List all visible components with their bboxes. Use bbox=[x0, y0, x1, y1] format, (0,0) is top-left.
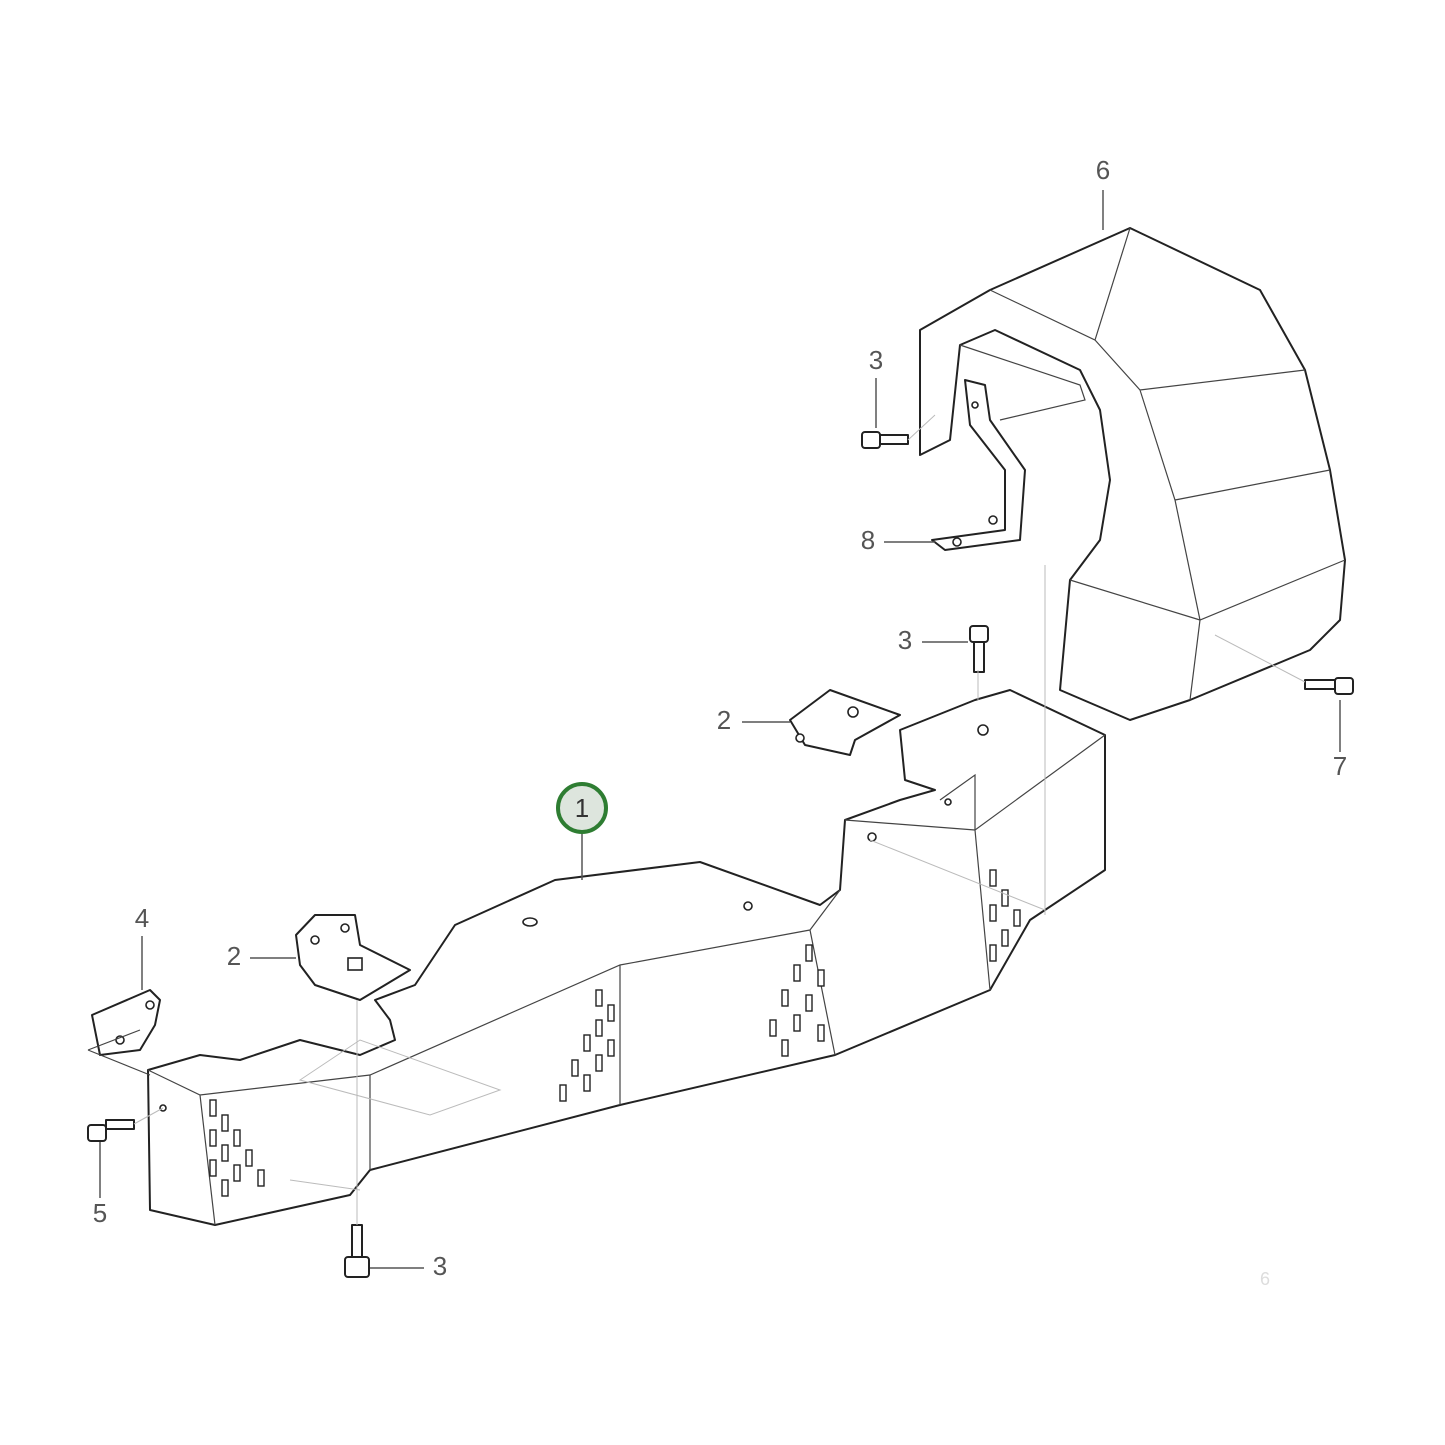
bracket-part-2-right[interactable] bbox=[789, 689, 901, 756]
assembly-lines bbox=[133, 414, 1306, 1225]
callout-2-left[interactable]: 2 bbox=[227, 941, 241, 971]
main-bracket-part-1[interactable] bbox=[147, 689, 1106, 1226]
callout-3-middle[interactable]: 3 bbox=[898, 625, 912, 655]
callout-3-upper[interactable]: 3 bbox=[869, 345, 883, 375]
callout-7[interactable]: 7 bbox=[1333, 751, 1347, 781]
bracket-part-8[interactable] bbox=[931, 379, 1026, 551]
bolt-3-bottom[interactable] bbox=[344, 1224, 370, 1278]
bolt-5[interactable] bbox=[87, 1119, 135, 1142]
watermark: 6 bbox=[1260, 1269, 1270, 1289]
callout-2-right[interactable]: 2 bbox=[717, 705, 731, 735]
bracket-part-2-left[interactable] bbox=[295, 914, 411, 1001]
bolt-3-upper[interactable] bbox=[861, 431, 909, 449]
bolt-7[interactable] bbox=[1304, 677, 1354, 695]
callout-4[interactable]: 4 bbox=[135, 903, 149, 933]
callout-5[interactable]: 5 bbox=[93, 1198, 107, 1228]
upper-cover-part-6[interactable] bbox=[919, 227, 1346, 721]
leader-lines bbox=[99, 190, 1341, 1269]
callout-8[interactable]: 8 bbox=[861, 525, 875, 555]
callout-1-highlighted[interactable]: 1 bbox=[556, 782, 608, 834]
callout-1[interactable]: 1 bbox=[575, 793, 589, 823]
callout-6[interactable]: 6 bbox=[1096, 155, 1110, 185]
bolt-3-middle[interactable] bbox=[969, 625, 989, 673]
bracket-part-4[interactable] bbox=[87, 989, 161, 1076]
callout-3-bottom[interactable]: 3 bbox=[433, 1251, 447, 1281]
